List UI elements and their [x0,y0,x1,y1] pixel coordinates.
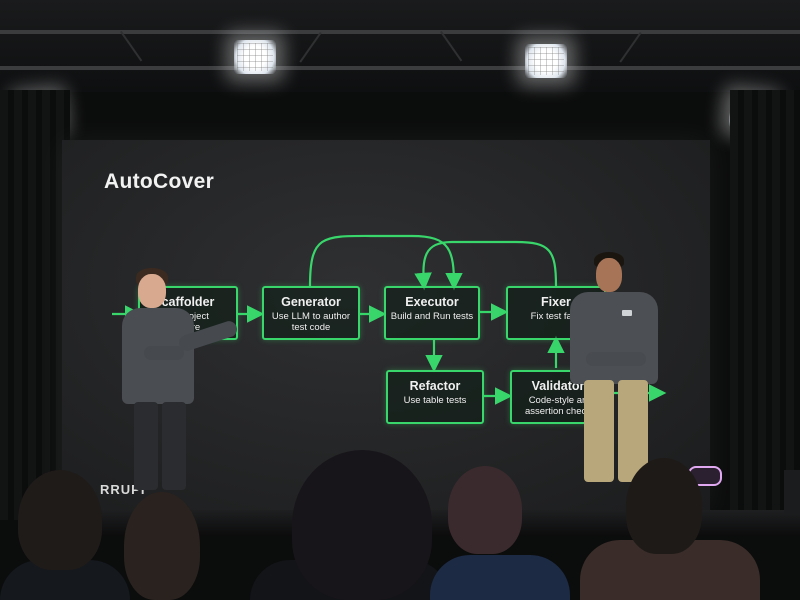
speaker-leg [584,380,614,482]
audience-hat [448,466,522,554]
node-refactor: Refactor Use table tests [386,370,484,424]
stage-monitor [784,470,800,514]
left-curtain [0,90,70,520]
shirt-logo-icon [622,310,632,316]
node-title: Generator [281,295,341,309]
slide-title: AutoCover [104,170,215,193]
node-subtitle: Fix test failu [530,311,582,322]
node-subtitle: Code-style an assertion check [524,395,591,417]
right-curtain [730,90,800,520]
truss-strut [299,32,322,63]
loop-generator-executor [308,234,463,291]
audience-head [18,470,102,570]
lighting-truss [0,0,800,92]
node-title: Refactor [409,379,461,393]
speaker-leg [134,402,158,490]
node-title: Executor [405,295,459,309]
stage-light [234,40,276,74]
truss-beam [0,66,800,70]
node-title: Fixer [541,295,571,309]
audience-head [292,450,432,600]
stage-light [525,44,567,78]
speaker-arm [586,352,646,366]
node-executor: Executor Build and Run tests [384,286,480,340]
loop-fixer-executor [414,240,558,291]
audience-head [124,492,200,600]
node-title: caffolder [161,295,215,309]
brand-logo: RRUPI [100,482,146,497]
speaker-leg [162,402,186,490]
audience-head [626,458,702,554]
truss-strut [120,30,143,62]
speaker-right [566,252,666,484]
node-subtitle: Use LLM to author test code [271,311,351,333]
speaker-left [116,268,246,494]
node-subtitle: Use table tests [403,395,467,406]
speaker-torso [570,292,658,384]
node-subtitle: Build and Run tests [390,311,474,322]
truss-beam [0,30,800,34]
speaker-arm [144,346,184,360]
truss-strut [440,30,463,62]
speaker-head [138,274,166,308]
speaker-head [596,258,622,292]
truss-strut [619,32,642,63]
audience-member [430,555,570,600]
node-generator: Generator Use LLM to author test code [262,286,360,340]
